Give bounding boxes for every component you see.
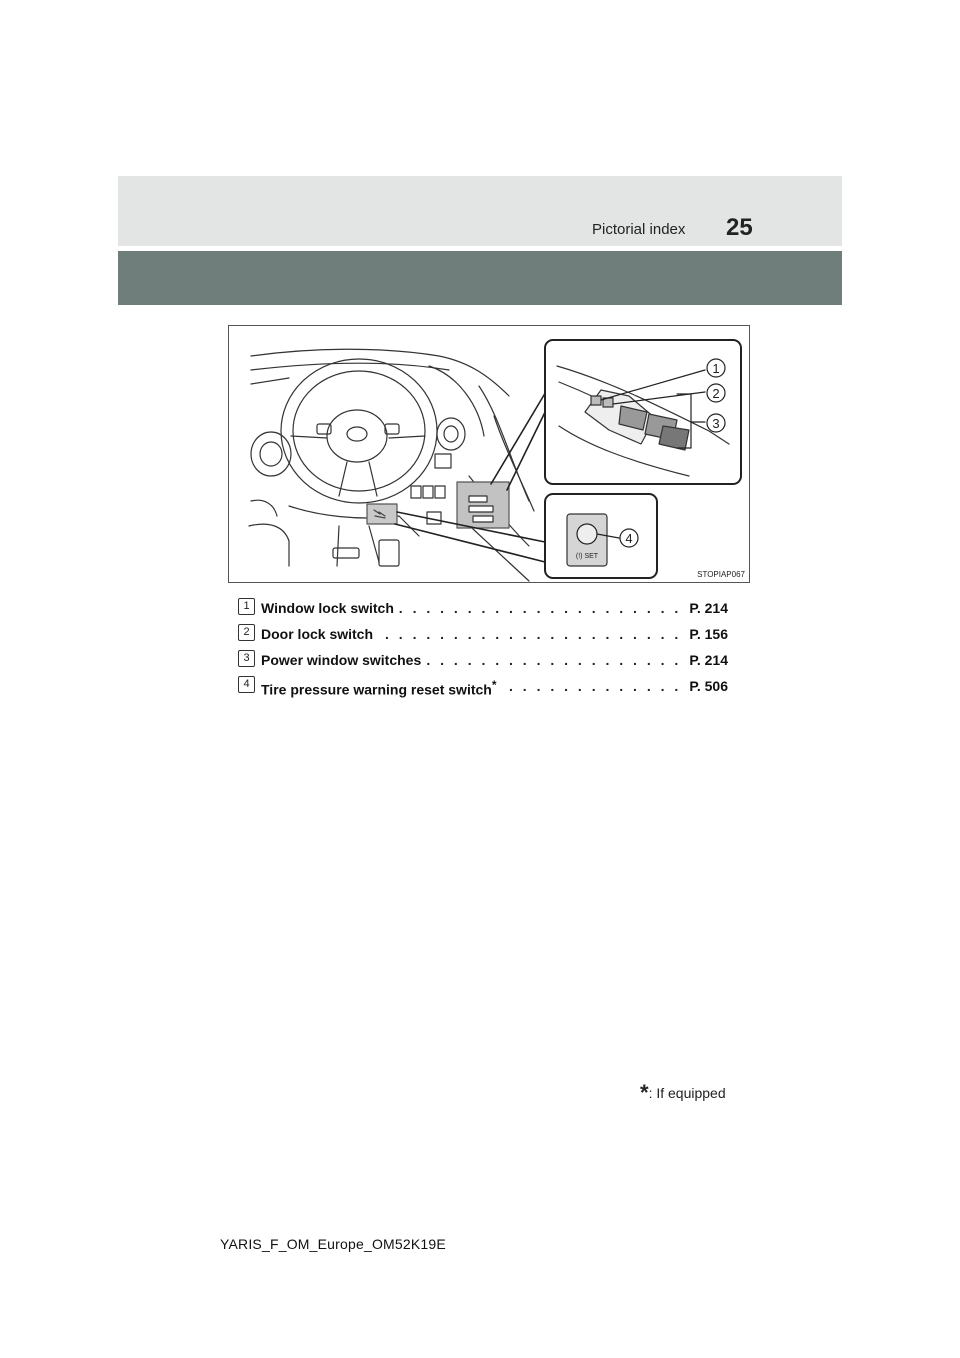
list-item-power-window: 3 . . . . . . . . . . . . . . . . . . . …	[238, 648, 728, 674]
dashboard-drawing: 1 2 3 (!) SET 4	[248, 339, 742, 582]
callout-3: 3	[712, 416, 719, 431]
section-bar	[118, 251, 842, 305]
item-label: Power window switches	[261, 652, 425, 668]
footnote: *: If equipped	[640, 1080, 726, 1106]
callout-2: 2	[712, 386, 719, 401]
page-number: 25	[726, 214, 753, 241]
list-item-door-lock: 2 . . . . . . . . . . . . . . . . . . . …	[238, 622, 728, 648]
footnote-text: : If equipped	[648, 1085, 726, 1101]
item-label: Door lock switch	[261, 626, 377, 642]
item-page-ref[interactable]: P. 506	[686, 678, 728, 694]
item-list: 1 . . . . . . . . . . . . . . . . . . . …	[238, 596, 728, 700]
item-number-badge: 2	[238, 624, 255, 641]
callout-1: 1	[712, 361, 719, 376]
item-page-ref[interactable]: P. 156	[686, 626, 728, 642]
page-header	[118, 176, 842, 246]
item-page-ref[interactable]: P. 214	[686, 652, 728, 668]
figure-code: STOPIAP067	[697, 570, 745, 579]
item-number-badge: 4	[238, 676, 255, 693]
item-number-badge: 3	[238, 650, 255, 667]
footnote-mark: *	[491, 678, 497, 692]
item-number-badge: 1	[238, 598, 255, 615]
item-page-ref[interactable]: P. 214	[686, 600, 728, 616]
dashboard-illustration: 1 2 3 (!) SET 4 STOPIAP067	[228, 325, 750, 583]
section-title: Pictorial index	[592, 221, 686, 238]
item-label: Tire pressure warning reset switch*	[261, 678, 500, 698]
list-item-tire-pressure: 4 . . . . . . . . . . . . . . . . . . . …	[238, 674, 728, 700]
callout-4: 4	[625, 531, 632, 546]
footnote-star: *	[640, 1080, 649, 1105]
item-label: Window lock switch	[261, 600, 397, 616]
list-item-window-lock: 1 . . . . . . . . . . . . . . . . . . . …	[238, 596, 728, 622]
document-id: YARIS_F_OM_Europe_OM52K19E	[220, 1236, 446, 1252]
svg-text:(!) SET: (!) SET	[576, 553, 599, 560]
